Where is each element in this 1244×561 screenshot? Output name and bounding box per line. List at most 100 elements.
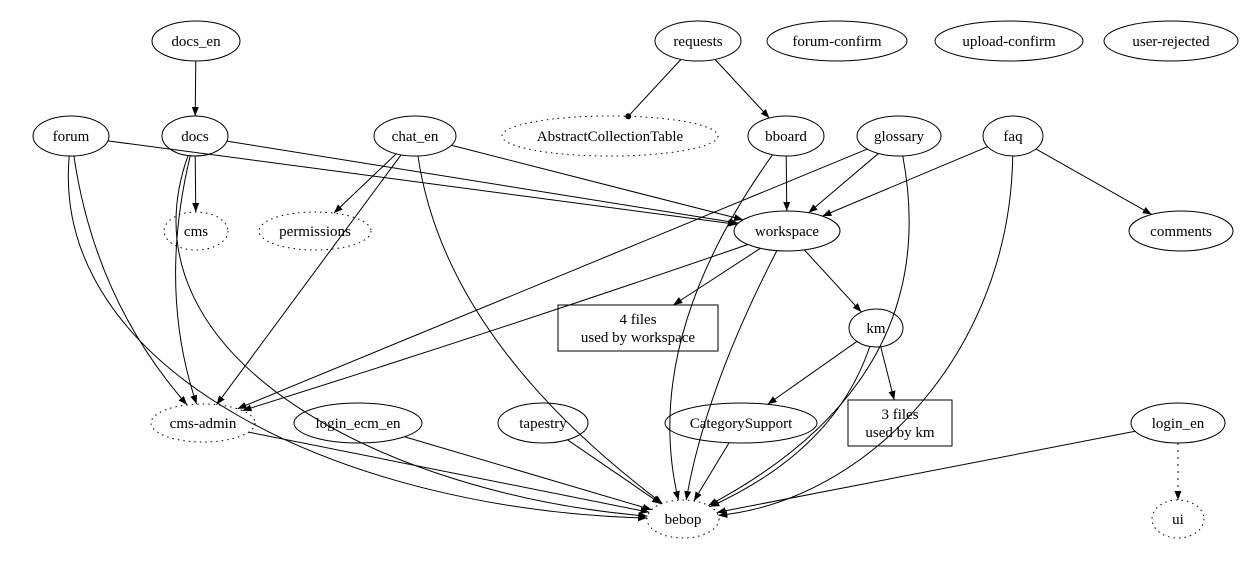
node-AbstractCollectionTable-outline	[501, 115, 719, 157]
node-bebop-outline	[646, 499, 720, 539]
node-login_en-label: login_en	[1152, 416, 1205, 432]
node-ui-outline	[1151, 499, 1205, 539]
node-cms-admin-label: cms-admin	[170, 416, 237, 432]
node-requests-label: requests	[673, 34, 722, 50]
node-docs_en-outline	[151, 20, 241, 62]
node-docs-label: docs	[181, 129, 209, 145]
edge-faq-to-bebop	[718, 155, 1014, 518]
edge-forum-to-cms-admin	[73, 155, 188, 406]
node-login_ecm_en-label: login_ecm_en	[316, 416, 401, 432]
node-user-rejected-outline	[1103, 20, 1239, 62]
node-faq-outline	[982, 115, 1044, 157]
node-cms-admin: cms-admin	[150, 403, 256, 443]
node-glossary-label: glossary	[874, 129, 924, 145]
node-requests: requests	[654, 20, 742, 62]
edge-layer	[67, 59, 1182, 522]
node-user-rejected-label: user-rejected	[1132, 34, 1210, 50]
edge-bboard-to-bebop	[669, 154, 774, 501]
node-comments: comments	[1128, 210, 1234, 252]
edge-workspace-to-bebop	[684, 250, 778, 501]
node-docs_en: docs_en	[151, 20, 241, 62]
edge-bboard-to-workspace	[783, 155, 791, 212]
node-docs-outline	[161, 115, 229, 157]
node-cms-outline	[163, 211, 229, 251]
node-docs: docs	[161, 115, 229, 157]
edge-requests-to-AbstractCollectionTable	[625, 59, 682, 120]
node-forum: forum	[32, 115, 110, 157]
node-upload-confirm: upload-confirm	[934, 20, 1084, 62]
node-forum-label: forum	[53, 129, 90, 145]
edge-workspace-to-cms-admin	[242, 244, 749, 412]
edge-docs-to-bebop	[175, 155, 648, 519]
edge-docs-to-cms	[192, 155, 200, 213]
edge-workspace-to-files4	[673, 247, 761, 306]
node-workspace-label: workspace	[755, 224, 819, 240]
edge-glossary-to-bebop	[708, 155, 910, 506]
node-login_ecm_en: login_ecm_en	[293, 402, 423, 444]
edge-CategorySupport-to-bebop	[693, 442, 730, 502]
node-bboard: bboard	[747, 115, 825, 157]
edge-km-to-bebop	[710, 346, 871, 508]
node-permissions: permissions	[258, 211, 372, 251]
node-bebop: bebop	[646, 499, 720, 539]
node-layer: docs_en requests forum-confirm upload-confi…	[32, 20, 1239, 539]
node-forum-confirm-label: forum-confirm	[792, 34, 881, 50]
edge-login_en-to-bebop	[716, 430, 1136, 515]
node-workspace: workspace	[733, 210, 841, 252]
node-cms-admin-outline	[150, 403, 256, 443]
edge-glossary-to-cms-admin	[237, 148, 868, 410]
node-upload-confirm-outline	[934, 20, 1084, 62]
node-user-rejected: user-rejected	[1103, 20, 1239, 62]
edge-chat_en-to-bebop	[417, 155, 663, 504]
node-glossary: glossary	[856, 115, 942, 157]
node-forum-confirm-outline	[766, 20, 908, 62]
node-km: km	[848, 308, 904, 348]
node-ui-label: ui	[1172, 512, 1184, 528]
node-permissions-label: permissions	[279, 224, 351, 240]
node-upload-confirm-label: upload-confirm	[962, 34, 1056, 50]
node-login_en-outline	[1130, 402, 1226, 444]
node-CategorySupport-label: CategorySupport	[690, 416, 793, 432]
node-ui: ui	[1151, 499, 1205, 539]
node-chat_en: chat_en	[373, 115, 457, 157]
node-bboard-label: bboard	[765, 129, 807, 145]
node-chat_en-outline	[373, 115, 457, 157]
edge-chat_en-to-cms-admin	[216, 154, 402, 405]
node-faq: faq	[982, 115, 1044, 157]
node-files3-outline	[847, 399, 953, 447]
node-bebop-label: bebop	[665, 512, 702, 528]
edge-cms-admin-to-bebop	[248, 431, 650, 514]
node-files4-outline	[557, 304, 719, 352]
edge-chat_en-to-permissions	[333, 153, 397, 214]
node-comments-label: comments	[1150, 224, 1212, 240]
node-comments-outline	[1128, 210, 1234, 252]
edge-chat_en-to-workspace	[451, 144, 744, 221]
node-forum-outline	[32, 115, 110, 157]
node-cms-label: cms	[184, 224, 208, 240]
edge-docs_en-to-docs	[191, 60, 199, 117]
node-AbstractCollectionTable: AbstractCollectionTable	[501, 115, 719, 157]
node-requests-outline	[654, 20, 742, 62]
edge-tapestry-to-bebop	[567, 439, 662, 505]
edge-faq-to-workspace	[822, 146, 988, 217]
node-tapestry: tapestry	[497, 402, 589, 444]
node-permissions-outline	[258, 211, 372, 251]
node-faq-label: faq	[1003, 129, 1023, 145]
node-bboard-outline	[747, 115, 825, 157]
edge-docs-to-cms-admin	[175, 155, 198, 405]
node-km-outline	[848, 308, 904, 348]
edge-docs-to-workspace	[226, 140, 739, 226]
edge-faq-to-comments	[1035, 148, 1153, 215]
edge-km-to-CategorySupport	[767, 341, 858, 405]
node-tapestry-outline	[497, 402, 589, 444]
edge-glossary-to-workspace	[808, 153, 879, 214]
node-km-label: km	[866, 321, 886, 337]
node-CategorySupport-outline	[664, 402, 818, 444]
node-chat_en-label: chat_en	[392, 129, 439, 145]
